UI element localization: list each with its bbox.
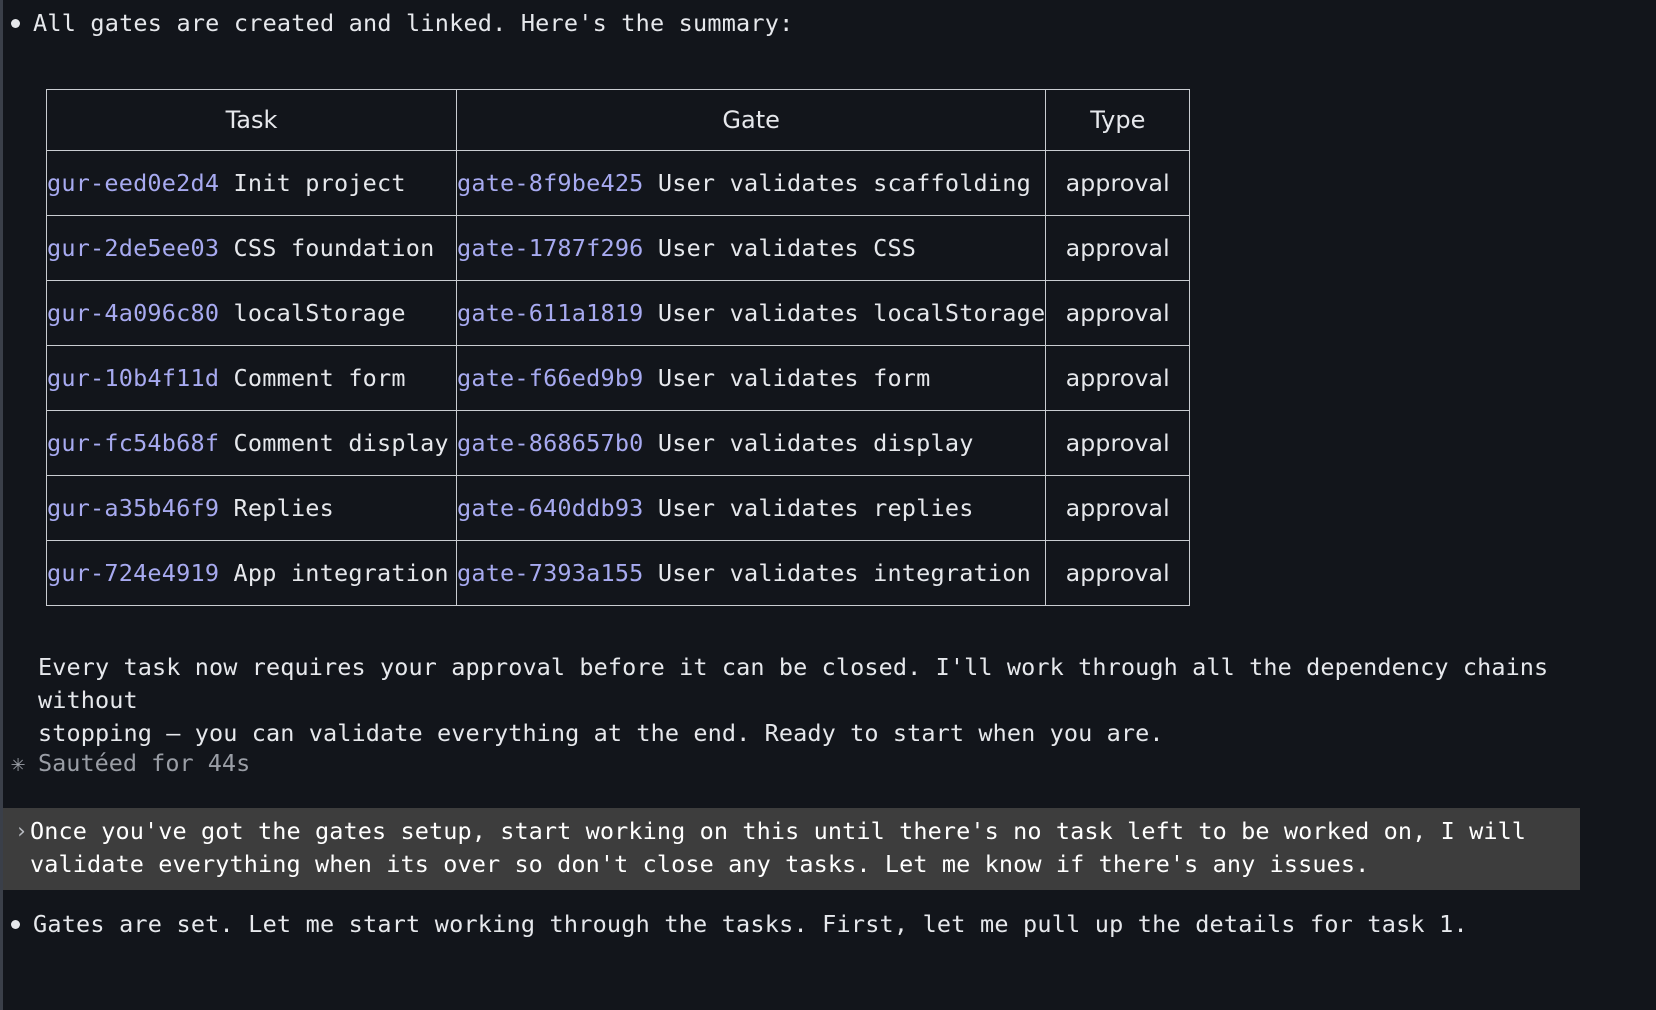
task-description: Replies [233, 494, 334, 522]
cell-task: gur-2de5ee03 CSS foundation [46, 215, 457, 281]
panel-left-edge [0, 0, 3, 1010]
task-id: gur-4a096c80 [47, 299, 220, 327]
gates-summary-table-wrapper: Task Gate Type gur-eed0e2d4 Init project… [46, 89, 1191, 606]
task-description: localStorage [233, 299, 406, 327]
cell-type: approval [1045, 540, 1191, 606]
gate-id: gate-868657b0 [457, 429, 644, 457]
task-description: CSS foundation [233, 234, 435, 262]
assistant-intro-text: All gates are created and linked. Here's… [33, 9, 794, 37]
cell-gate: gate-1787f296 User validates CSS [455, 215, 1047, 281]
table-header-row: Task Gate Type [46, 89, 1191, 151]
cell-type: approval [1045, 150, 1191, 216]
cell-gate: gate-8f9be425 User validates scaffolding [455, 150, 1047, 216]
task-description: App integration [233, 559, 449, 587]
cell-task: gur-724e4919 App integration [46, 540, 457, 606]
task-description: Init project [233, 169, 406, 197]
status-text: Sautéed for 44s [38, 749, 251, 777]
user-message-text: Once you've got the gates setup, start w… [30, 817, 1527, 878]
task-id: gur-2de5ee03 [47, 234, 220, 262]
gate-description: User validates localStorage [657, 299, 1046, 327]
gate-id: gate-8f9be425 [457, 169, 644, 197]
cell-type: approval [1045, 475, 1191, 541]
column-header-task: Task [46, 89, 457, 151]
user-message-block[interactable]: › Once you've got the gates setup, start… [3, 808, 1580, 890]
assistant-outro-text: Gates are set. Let me start working thro… [33, 910, 1468, 938]
cell-type: approval [1045, 215, 1191, 281]
task-id: gur-724e4919 [47, 559, 220, 587]
gate-id: gate-7393a155 [457, 559, 644, 587]
cell-task: gur-4a096c80 localStorage [46, 280, 457, 346]
gate-description: User validates form [657, 364, 931, 392]
task-id: gur-10b4f11d [47, 364, 220, 392]
bullet-icon [11, 909, 33, 939]
task-id: gur-fc54b68f [47, 429, 220, 457]
cell-type: approval [1045, 410, 1191, 476]
column-header-gate: Gate [455, 89, 1047, 151]
bullet-icon [11, 8, 33, 38]
cell-type: approval [1045, 345, 1191, 411]
cell-gate: gate-f66ed9b9 User validates form [455, 345, 1047, 411]
task-description: Comment form [233, 364, 406, 392]
task-id: gur-a35b46f9 [47, 494, 220, 522]
gate-id: gate-611a1819 [457, 299, 644, 327]
gate-id: gate-640ddb93 [457, 494, 644, 522]
gate-description: User validates display [657, 429, 974, 457]
gate-description: User validates integration [657, 559, 1031, 587]
assistant-message-intro: All gates are created and linked. Here's… [0, 8, 1640, 38]
cell-task: gur-10b4f11d Comment form [46, 345, 457, 411]
assistant-paragraph: Every task now requires your approval be… [38, 653, 1549, 747]
gates-summary-table: Task Gate Type gur-eed0e2d4 Init project… [46, 89, 1191, 606]
chevron-right-icon: › [15, 819, 28, 843]
gate-id: gate-f66ed9b9 [457, 364, 644, 392]
task-description: Comment display [233, 429, 449, 457]
task-id: gur-eed0e2d4 [47, 169, 220, 197]
gate-description: User validates scaffolding [657, 169, 1031, 197]
cell-task: gur-a35b46f9 Replies [46, 475, 457, 541]
gate-description: User validates CSS [657, 234, 917, 262]
asterisk-icon: ✳ [11, 749, 26, 777]
cell-task: gur-fc54b68f Comment display [46, 410, 457, 476]
cell-gate: gate-868657b0 User validates display [455, 410, 1047, 476]
cell-task: gur-eed0e2d4 Init project [46, 150, 457, 216]
gate-description: User validates replies [657, 494, 974, 522]
assistant-message-outro: Gates are set. Let me start working thro… [0, 909, 1640, 939]
gate-id: gate-1787f296 [457, 234, 644, 262]
column-header-type: Type [1045, 89, 1191, 151]
status-line: ✳ Sautéed for 44s [11, 748, 250, 778]
cell-gate: gate-611a1819 User validates localStorag… [455, 280, 1047, 346]
cell-gate: gate-7393a155 User validates integration [455, 540, 1047, 606]
cell-gate: gate-640ddb93 User validates replies [455, 475, 1047, 541]
cell-type: approval [1045, 280, 1191, 346]
